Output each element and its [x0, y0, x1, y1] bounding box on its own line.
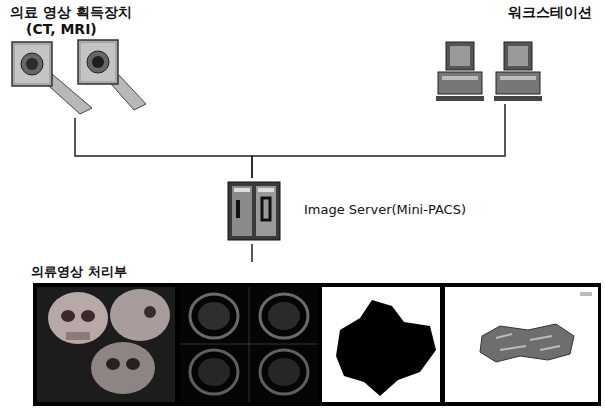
connector-line [75, 118, 252, 178]
processing-panel: 의류영상 처리부 [25, 262, 602, 406]
node-label: 의료 영상 획득장치 [10, 4, 132, 20]
connector-line [251, 244, 253, 262]
node-label: 워크스테이션 [508, 4, 592, 20]
workstation-group: 워크스테이션 [430, 4, 596, 104]
node-label: Image Server(Mini-PACS) [304, 202, 466, 218]
node-label: (CT, MRI) [26, 21, 97, 37]
server-node: Image Server(Mini-PACS) [224, 178, 484, 244]
node-label: 의류영상 처리부 [31, 264, 127, 280]
device-group: 의료 영상 획득장치(CT, MRI) [8, 4, 178, 118]
workstation-icon [494, 42, 542, 101]
server-icon [228, 182, 280, 240]
workstation-icon [436, 42, 484, 101]
image-panel [33, 283, 601, 406]
scanner-icon [78, 40, 146, 110]
connector-line [252, 104, 505, 178]
